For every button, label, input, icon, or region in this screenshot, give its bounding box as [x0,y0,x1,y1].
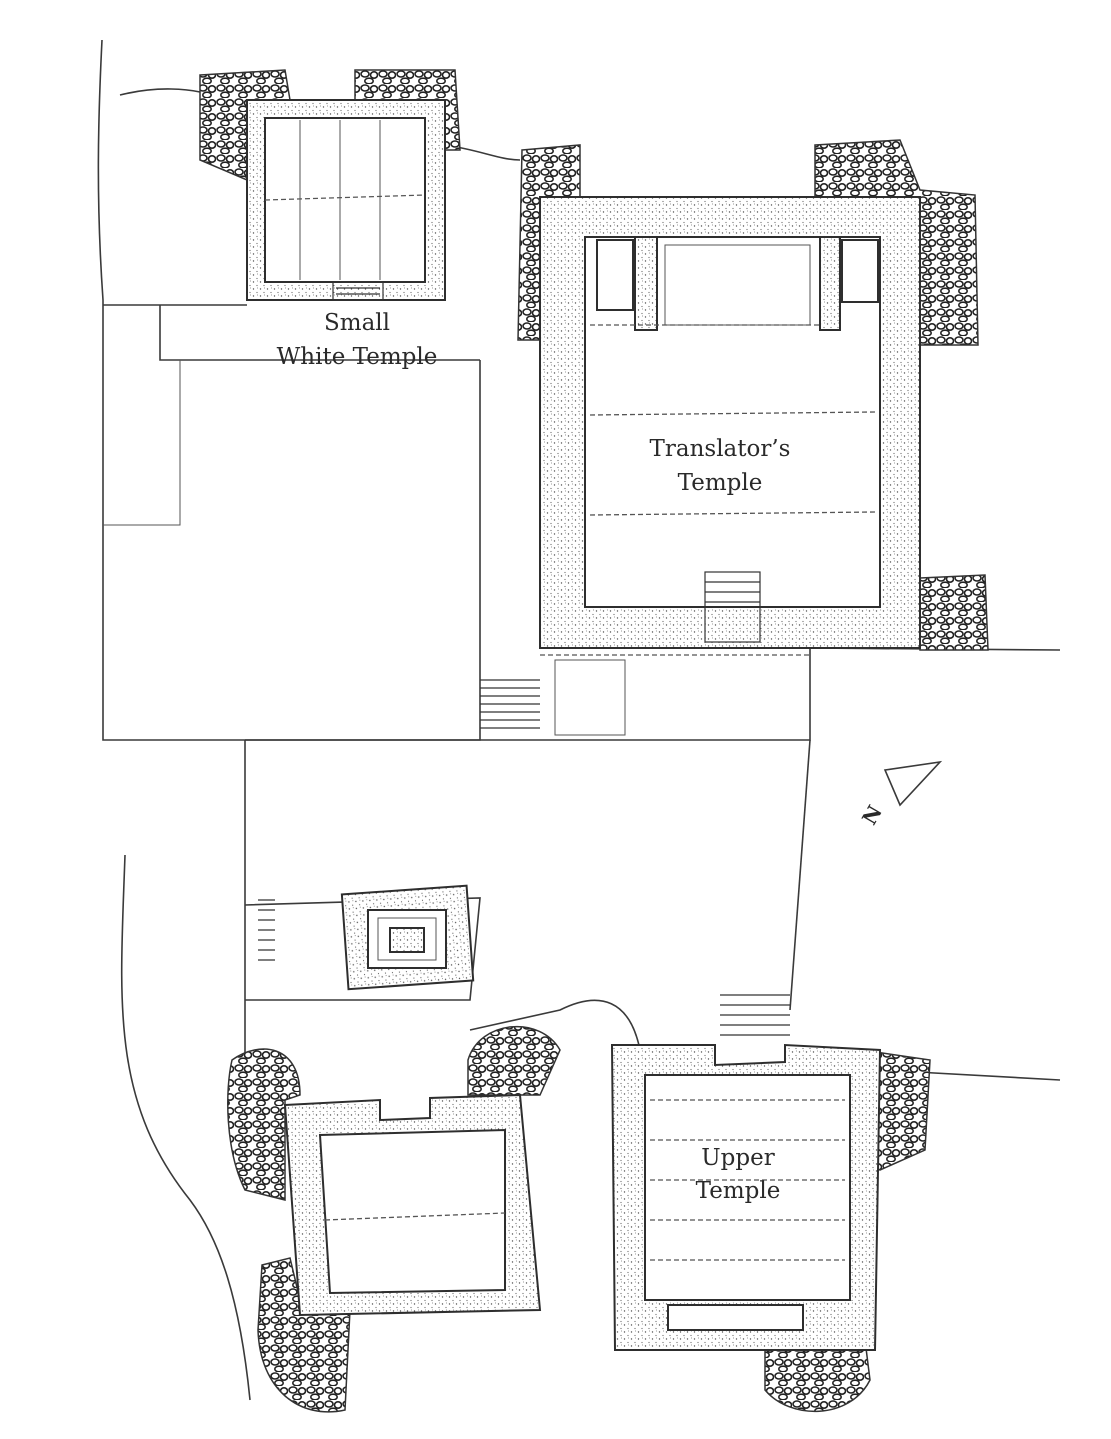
stupa [340,884,475,991]
label-small-white-temple-line1: Small [324,310,390,336]
label-upper-temple-line1: Upper [701,1145,774,1171]
label-upper-temple-line2: Temple [696,1178,781,1204]
north-arrow-icon: N [857,760,943,829]
lower-left-temple [283,1093,542,1317]
north-label: N [857,801,887,829]
stone-rubble [199,69,989,1413]
labels: Small White Temple Translator’s Temple U… [277,310,791,1204]
translators-temple [539,196,921,649]
upper-temple [610,1043,882,1351]
label-translators-temple-line2: Temple [678,470,763,496]
small-white-temple [246,99,446,301]
stairs [244,659,790,1036]
label-translators-temple-line1: Translator’s [650,436,791,462]
label-small-white-temple-line2: White Temple [277,344,438,370]
